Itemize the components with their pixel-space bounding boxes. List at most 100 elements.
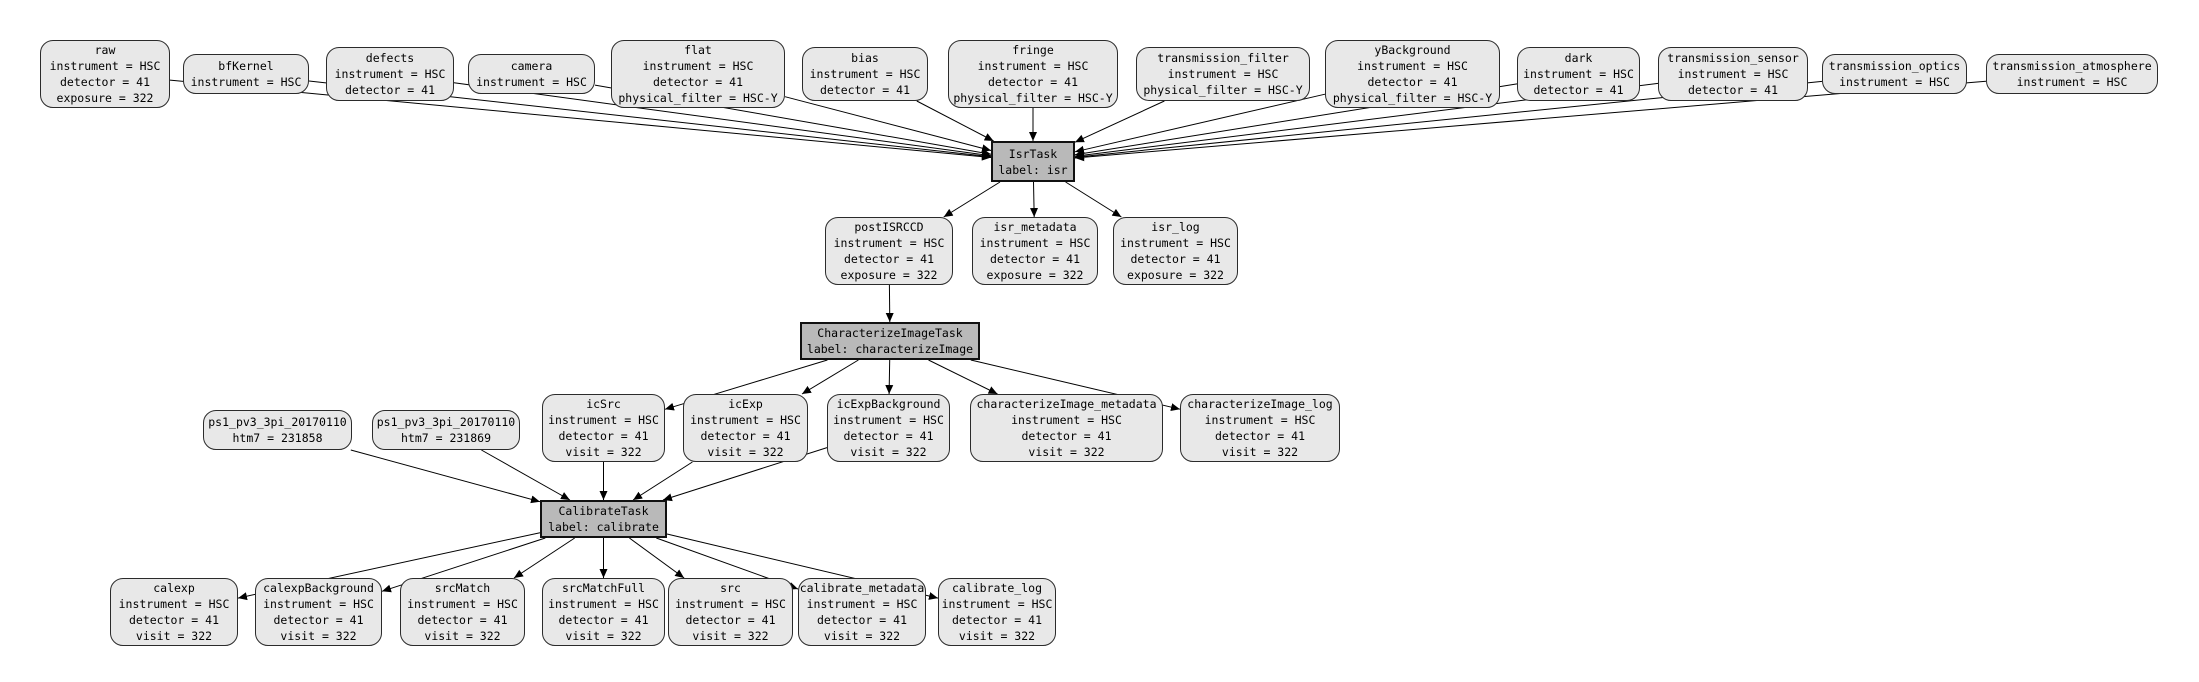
node-attr: htm7 = 231858	[232, 431, 323, 445]
node-attr: instrument = HSC	[548, 413, 659, 427]
node-attr: detector = 41	[558, 613, 649, 627]
node-attr: instrument = HSC	[809, 67, 921, 81]
node-attr: instrument = HSC	[2016, 75, 2128, 89]
edge-characterizeImage_task-to-icExp	[801, 359, 859, 395]
node-attr: instrument = HSC	[190, 75, 302, 89]
dataset-node-transmission_sensor: transmission_sensor instrument = HSC detec…	[1658, 47, 1808, 101]
node-attr: detector = 41	[1021, 429, 1112, 443]
node-attr: detector = 41	[59, 75, 150, 89]
node-title: calexpBackground	[263, 581, 374, 595]
node-attr: detector = 41	[951, 613, 1042, 627]
node-attr: physical_filter = HSC-Y	[1143, 83, 1303, 97]
node-title: icSrc	[586, 397, 621, 411]
node-title: calibrate_metadata	[799, 581, 925, 595]
node-title: CalibrateTask	[558, 504, 649, 518]
node-attr: instrument = HSC	[1677, 67, 1789, 81]
node-attr: physical_filter = HSC-Y	[953, 91, 1113, 105]
dataset-node-postISRCCD: postISRCCD instrument = HSC detector = 41 e…	[825, 217, 953, 285]
edge-calibrate_task-to-src	[629, 537, 685, 579]
node-attr: detector = 41	[819, 83, 910, 97]
edge-bias-to-isr_task	[916, 100, 994, 142]
edge-ps1_b-to-calibrate_task	[481, 449, 571, 501]
node-title: isr_log	[1151, 220, 1200, 234]
edge-raw-to-isr_task	[169, 79, 992, 161]
node-attr: exposure = 322	[840, 268, 938, 282]
edge-characterizeImage_task-to-characterizeImage_metadata	[928, 359, 998, 395]
node-title: transmission_optics	[1828, 59, 1961, 73]
node-title: characterizeImage_log	[1187, 397, 1333, 411]
node-attr: instrument = HSC	[979, 236, 1091, 250]
node-attr: instrument = HSC	[1839, 75, 1950, 89]
node-attr: detector = 41	[1687, 83, 1778, 97]
node-title: bfKernel	[218, 59, 274, 73]
node-attr: instrument = HSC	[1204, 413, 1316, 427]
node-attr: exposure = 322	[1127, 268, 1224, 282]
node-attr: detector = 41	[128, 613, 219, 627]
node-attr: detector = 41	[1130, 252, 1221, 266]
edge-isr_task-to-isr_metadata	[1030, 181, 1039, 218]
node-attr: exposure = 322	[56, 91, 154, 105]
node-attr: label: isr	[998, 162, 1068, 177]
node-attr: detector = 41	[700, 429, 791, 443]
dataset-node-transmission_optics: transmission_optics instrument = HSC	[1822, 54, 1967, 94]
node-attr: visit = 322	[1221, 445, 1299, 459]
dataset-node-calibrate_log: calibrate_log instrument = HSC detector = …	[938, 578, 1056, 646]
edge-isr_task-to-postISRCCD	[943, 181, 1001, 218]
node-attr: detector = 41	[652, 75, 743, 89]
node-title: src	[720, 581, 741, 595]
node-title: flat	[684, 43, 712, 57]
node-title: transmission_filter	[1157, 51, 1289, 65]
node-attr: instrument = HSC	[833, 413, 944, 427]
node-title: postISRCCD	[854, 220, 924, 234]
node-attr: instrument = HSC	[1523, 67, 1634, 81]
node-title: camera	[510, 59, 553, 73]
node-attr: instrument = HSC	[833, 236, 945, 250]
node-attr: instrument = HSC	[334, 67, 446, 81]
node-attr: instrument = HSC	[941, 597, 1053, 611]
node-attr: detector = 41	[843, 429, 934, 443]
node-attr: instrument = HSC	[806, 597, 918, 611]
node-attr: instrument = HSC	[118, 597, 230, 611]
node-attr: detector = 41	[344, 83, 435, 97]
node-attr: instrument = HSC	[977, 59, 1089, 73]
node-attr: visit = 322	[958, 629, 1036, 643]
node-attr: instrument = HSC	[49, 59, 161, 73]
node-title: calexp	[153, 581, 195, 595]
node-attr: detector = 41	[989, 252, 1080, 266]
node-title: icExp	[728, 397, 763, 411]
node-title: ps1_pv3_3pi_20170110	[376, 415, 516, 429]
edge-characterizeImage_task-to-icExpBackground	[885, 359, 894, 395]
node-attr: detector = 41	[843, 252, 934, 266]
edge-calibrate_task-to-srcMatch	[513, 537, 575, 579]
node-title: bias	[851, 51, 879, 65]
edge-group	[169, 79, 1987, 601]
node-title: yBackground	[1374, 43, 1451, 57]
node-title: fringe	[1012, 43, 1054, 57]
node-attr: instrument = HSC	[1011, 413, 1122, 427]
node-attr: detector = 41	[1367, 75, 1458, 89]
node-attr: instrument = HSC	[263, 597, 374, 611]
node-attr: visit = 322	[1028, 445, 1105, 459]
node-title: icExpBackground	[836, 397, 941, 411]
node-title: calibrate_log	[951, 581, 1042, 595]
node-attr: instrument = HSC	[1357, 59, 1468, 73]
node-attr: visit = 322	[565, 629, 642, 643]
node-title: transmission_sensor	[1667, 51, 1799, 65]
node-attr: detector = 41	[1533, 83, 1624, 97]
